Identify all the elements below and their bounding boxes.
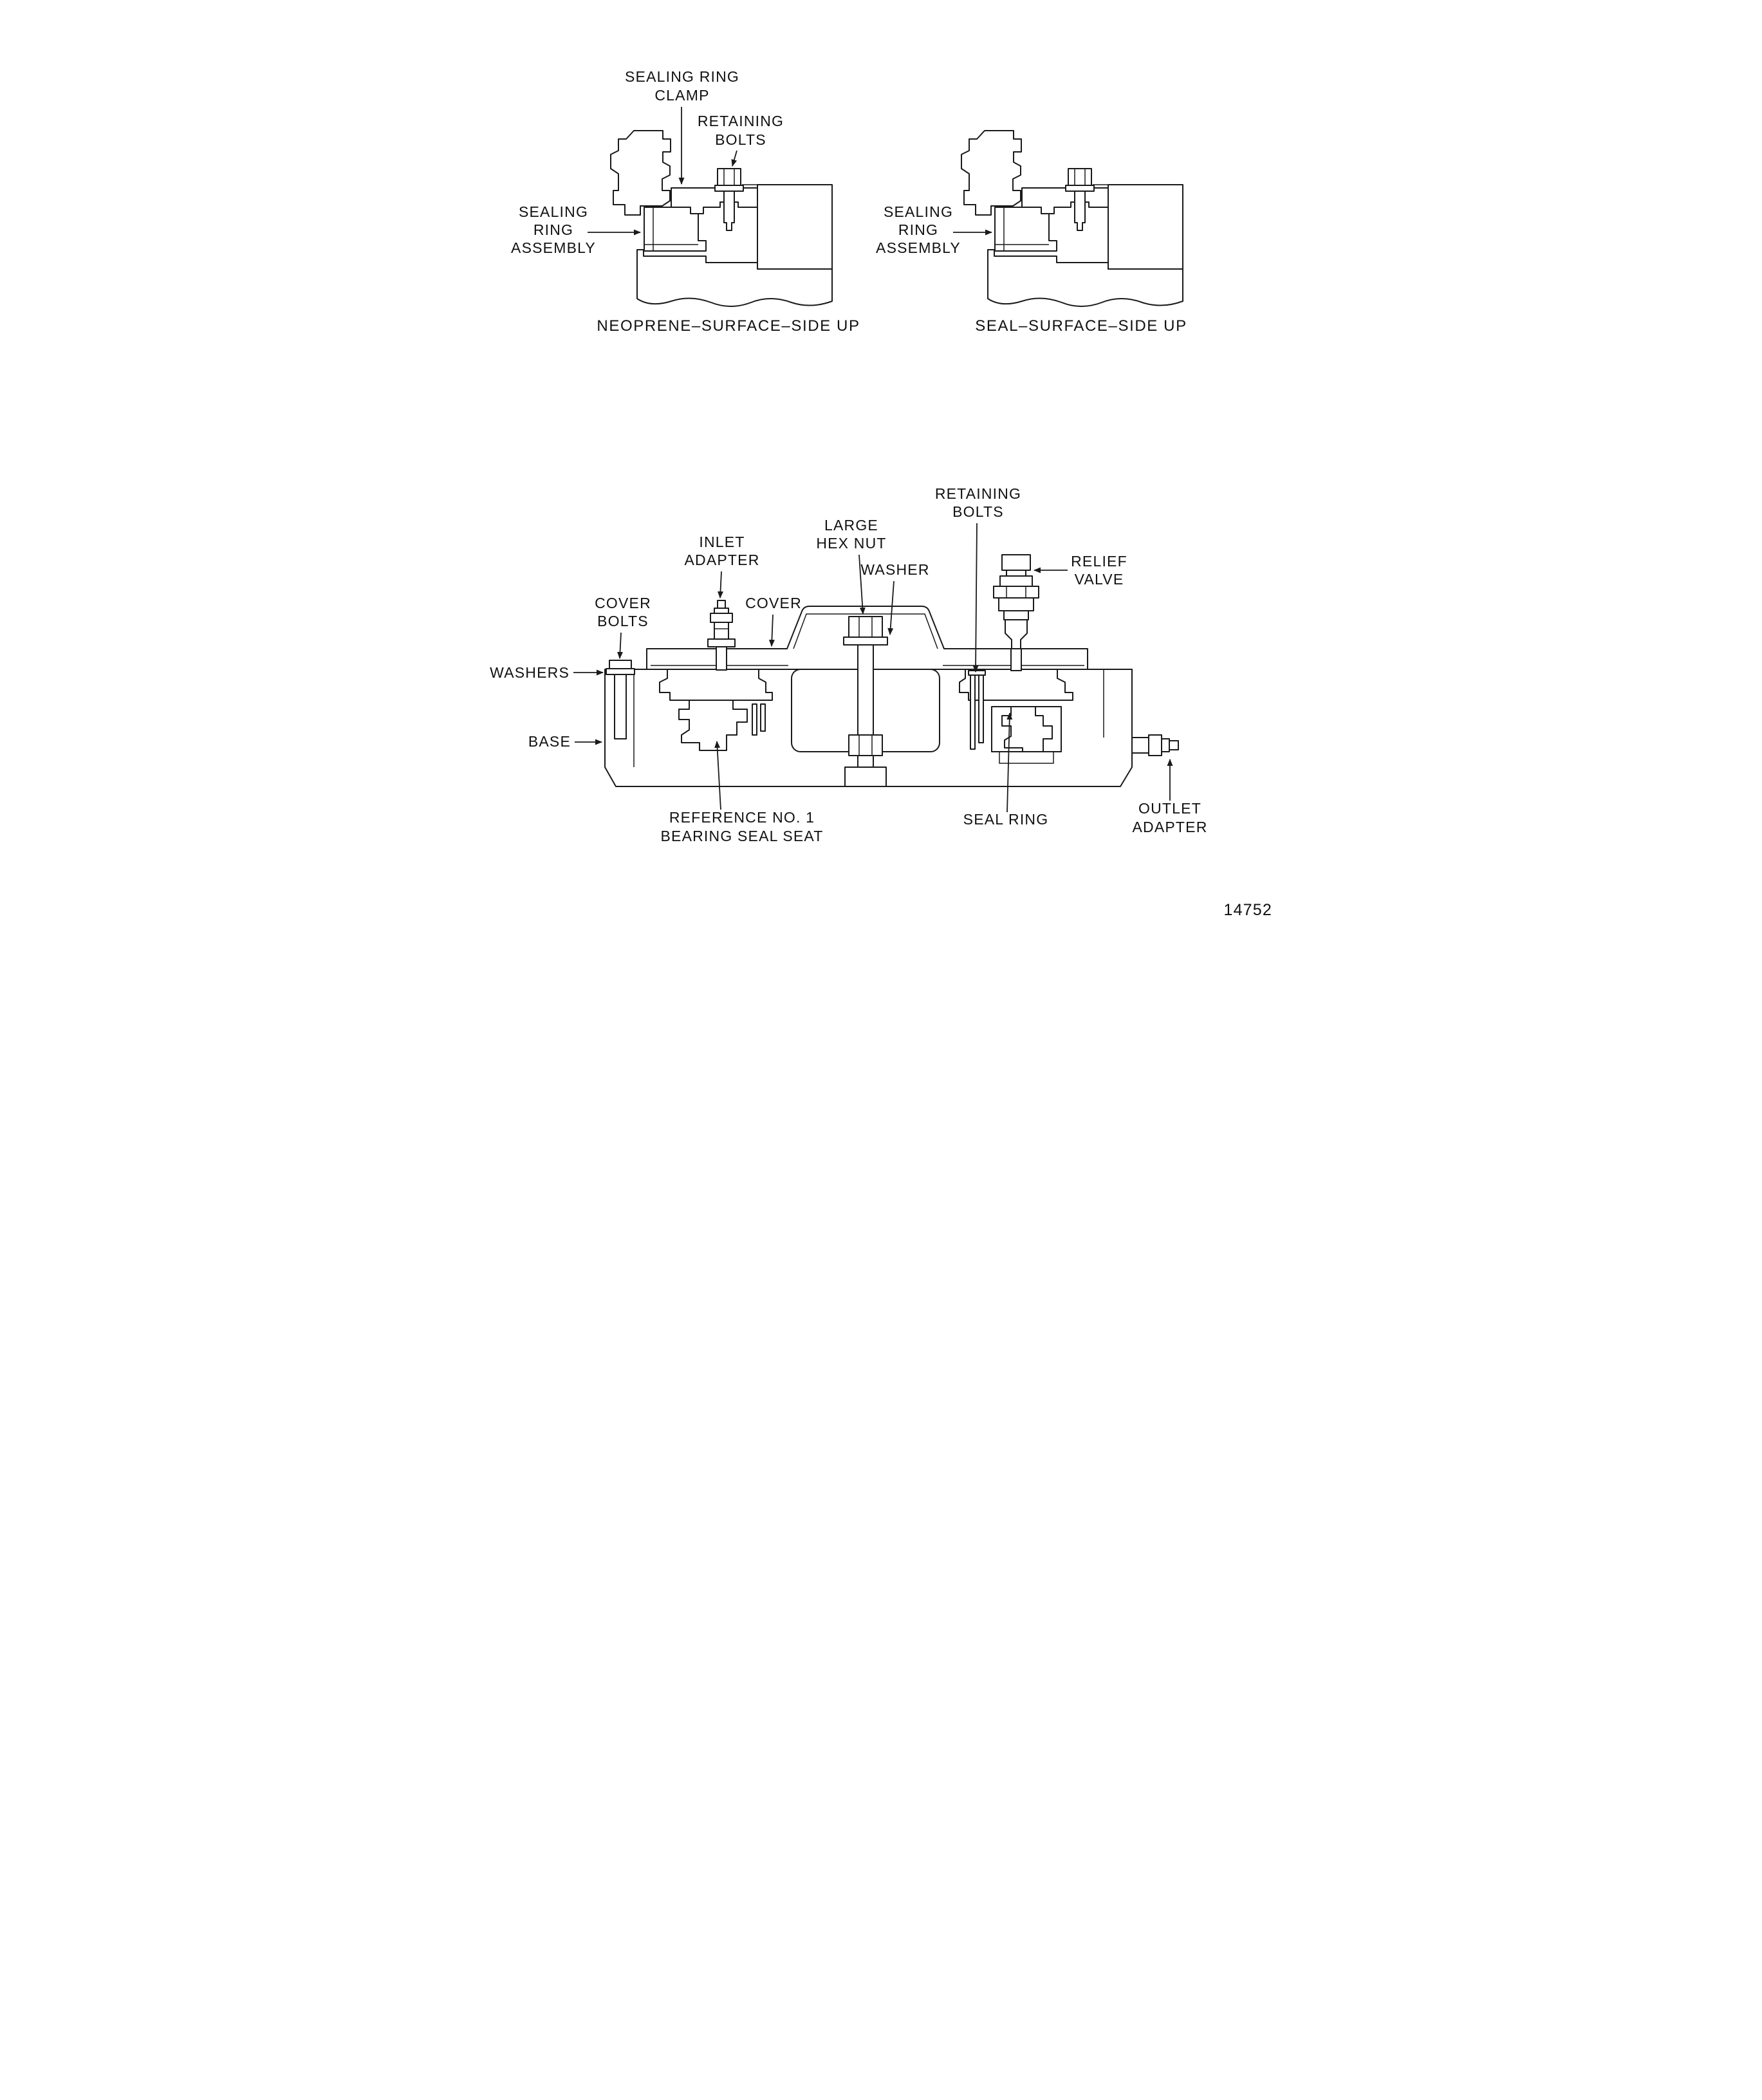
bearing-seal-seat-part: [678, 700, 748, 751]
right-bearing-housing: [958, 669, 1073, 701]
label-outlet-adapter: OUTLET: [1138, 800, 1201, 817]
label-cover-bolts: COVER: [595, 595, 651, 611]
label-retaining-bolts: RETAINING: [697, 113, 783, 129]
label-outlet-adapter-line2: ADAPTER: [1132, 819, 1207, 835]
label-relief-valve-line2: VALVE: [1074, 571, 1124, 588]
leader-inlet-adapter: [717, 571, 723, 599]
leader-cover-bolts: [617, 632, 623, 659]
label-sealing-ring-assembly-line2: RING: [533, 221, 573, 238]
caption-neoprene-side-up: NEOPRENE–SURFACE–SIDE UP: [597, 317, 860, 335]
label-washer: WASHER: [860, 561, 929, 578]
figure-number: 14752: [1223, 901, 1272, 919]
leader-washer: [887, 581, 895, 635]
figure-neoprene-side-up: SEALING RING CLAMP RETAINING BOLTS SEALI…: [511, 68, 860, 335]
left-small-bolt-1: [751, 703, 757, 736]
left-bearing-housing: [658, 669, 773, 701]
left-small-bolt-2: [759, 703, 766, 732]
caption-seal-side-up: SEAL–SURFACE–SIDE UP: [975, 317, 1187, 335]
bottom-boss: [844, 767, 887, 787]
leader-retaining-bolts: [730, 150, 737, 167]
cover-inner-line: [792, 613, 938, 649]
label-sealing-ring-assembly: SEALING: [518, 203, 588, 220]
outlet-adapter-part: [1131, 734, 1179, 756]
relief-valve-part: [992, 554, 1039, 671]
figure-pump-cross-section: RETAINING BOLTS INLET ADAPTER LARGE HEX …: [490, 485, 1207, 844]
center-stud: [857, 644, 874, 736]
label-sealing-ring-clamp: SEALING RING: [625, 68, 739, 85]
large-hex-nut-part: [848, 616, 883, 638]
label-retaining-bolts-bottom-line2: BOLTS: [952, 503, 1004, 520]
inlet-adapter-part: [707, 600, 736, 671]
label-sealing-ring-assembly-line3: ASSEMBLY: [511, 239, 596, 256]
leader-large-hex-nut: [858, 554, 866, 615]
leader-cover: [768, 614, 775, 647]
seal-ring-lower-step: [998, 752, 1054, 764]
neoprene-side-drawing: [609, 130, 833, 307]
label-inlet-adapter: INLET: [699, 534, 745, 550]
label-cover: COVER: [745, 595, 802, 611]
figure-seal-side-up: SEALING RING ASSEMBLY SEAL–SURFACE–SIDE …: [876, 130, 1187, 335]
label-base: BASE: [528, 733, 570, 750]
leader-seal-ring: [1006, 712, 1012, 813]
label-sealing-ring-clamp-line2: CLAMP: [654, 87, 709, 104]
cover-bolt-head: [608, 660, 632, 669]
label-sealing-ring-assembly-right: SEALING: [883, 203, 952, 220]
label-sealing-ring-assembly-right-line2: RING: [898, 221, 938, 238]
label-large-hex-nut: LARGE: [824, 517, 878, 534]
label-reference-bearing-seal-seat-line2: BEARING SEAL SEAT: [660, 828, 823, 844]
leader-reference-bearing-seal-seat: [714, 741, 721, 810]
technical-figure: SEALING RING CLAMP RETAINING BOLTS SEALI…: [490, 68, 1272, 919]
stud-lower-end: [857, 755, 874, 768]
retaining-bolt-right: [978, 674, 984, 743]
label-relief-valve: RELIEF: [1071, 553, 1127, 570]
seal-side-drawing: [960, 130, 1183, 307]
manual-page: SEALING RING CLAMP RETAINING BOLTS SEALI…: [440, 0, 1322, 1050]
retaining-bolt-heads: [967, 670, 986, 676]
cover-bolt-part: [605, 660, 635, 739]
washer-part: [842, 637, 888, 646]
leader-retaining-bolts-bottom: [972, 523, 979, 673]
label-cover-bolts-line2: BOLTS: [597, 613, 649, 629]
label-washers: WASHERS: [490, 664, 570, 681]
lower-hex-nut: [848, 734, 883, 756]
label-inlet-adapter-line2: ADAPTER: [684, 552, 759, 568]
label-large-hex-nut-line2: HEX NUT: [816, 535, 886, 552]
label-retaining-bolts-bottom: RETAINING: [934, 485, 1021, 502]
retaining-bolt-left: [969, 674, 976, 750]
label-retaining-bolts-line2: BOLTS: [715, 131, 766, 148]
label-seal-ring: SEAL RING: [963, 811, 1048, 828]
label-sealing-ring-assembly-right-line3: ASSEMBLY: [876, 239, 961, 256]
label-reference-bearing-seal-seat: REFERENCE NO. 1: [669, 809, 814, 826]
right-bearing-internals: [1001, 706, 1053, 752]
cover-bolt-washer: [605, 668, 635, 675]
